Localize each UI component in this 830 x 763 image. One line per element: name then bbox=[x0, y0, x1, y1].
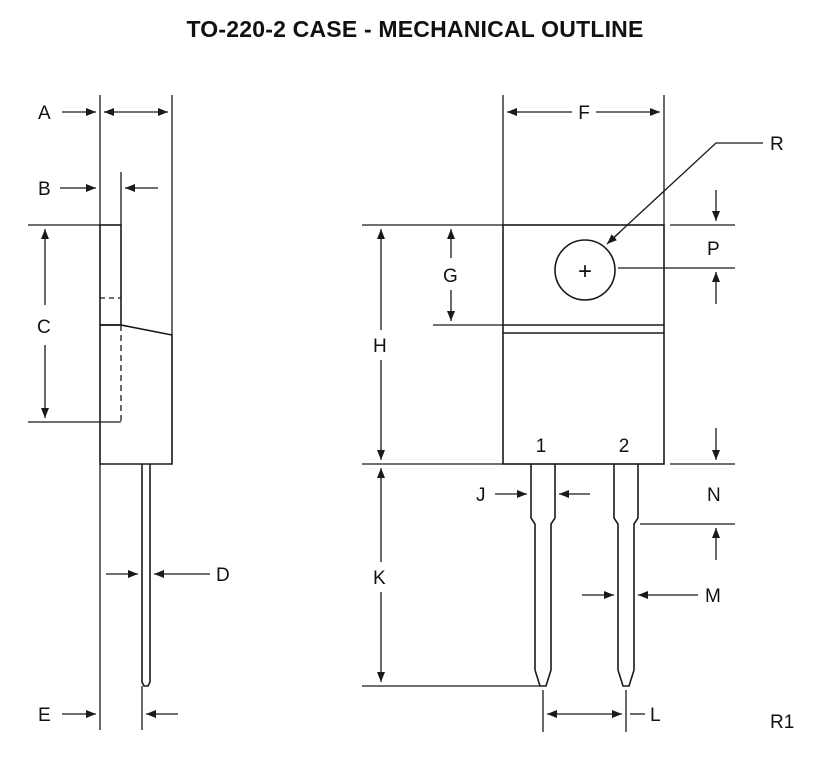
mounting-hole bbox=[554, 239, 616, 301]
label-k: K bbox=[373, 568, 386, 589]
side-view: A B C D E bbox=[28, 95, 230, 730]
label-h: H bbox=[373, 336, 387, 357]
label-d: D bbox=[216, 565, 230, 586]
label-c: C bbox=[37, 317, 51, 338]
label-e: E bbox=[38, 705, 51, 726]
pin-2-lead bbox=[613, 464, 639, 687]
mounting-hole-center-mark: + bbox=[578, 258, 592, 285]
r-leader bbox=[608, 142, 763, 243]
side-view-body bbox=[99, 324, 173, 465]
label-p: P bbox=[707, 239, 720, 260]
label-l: L bbox=[650, 705, 661, 726]
label-m: M bbox=[705, 586, 721, 607]
pin-1-label: 1 bbox=[536, 436, 547, 457]
r-arrow bbox=[606, 231, 621, 245]
side-view-lead bbox=[141, 464, 151, 687]
label-r: R bbox=[770, 134, 784, 155]
label-g: G bbox=[443, 266, 458, 287]
label-b: B bbox=[38, 179, 51, 200]
diagram-title: TO-220-2 CASE - MECHANICAL OUTLINE bbox=[186, 16, 644, 42]
label-f: F bbox=[578, 103, 590, 124]
side-view-tab bbox=[99, 224, 122, 326]
label-a: A bbox=[38, 103, 51, 124]
revision-mark: R1 bbox=[770, 712, 794, 733]
front-view-package bbox=[502, 224, 665, 465]
pin-1-lead bbox=[530, 464, 556, 687]
pin-2-label: 2 bbox=[619, 436, 630, 457]
front-view: + 1 2 F R G H J bbox=[362, 95, 784, 732]
label-j: J bbox=[476, 485, 486, 506]
label-n: N bbox=[707, 485, 721, 506]
